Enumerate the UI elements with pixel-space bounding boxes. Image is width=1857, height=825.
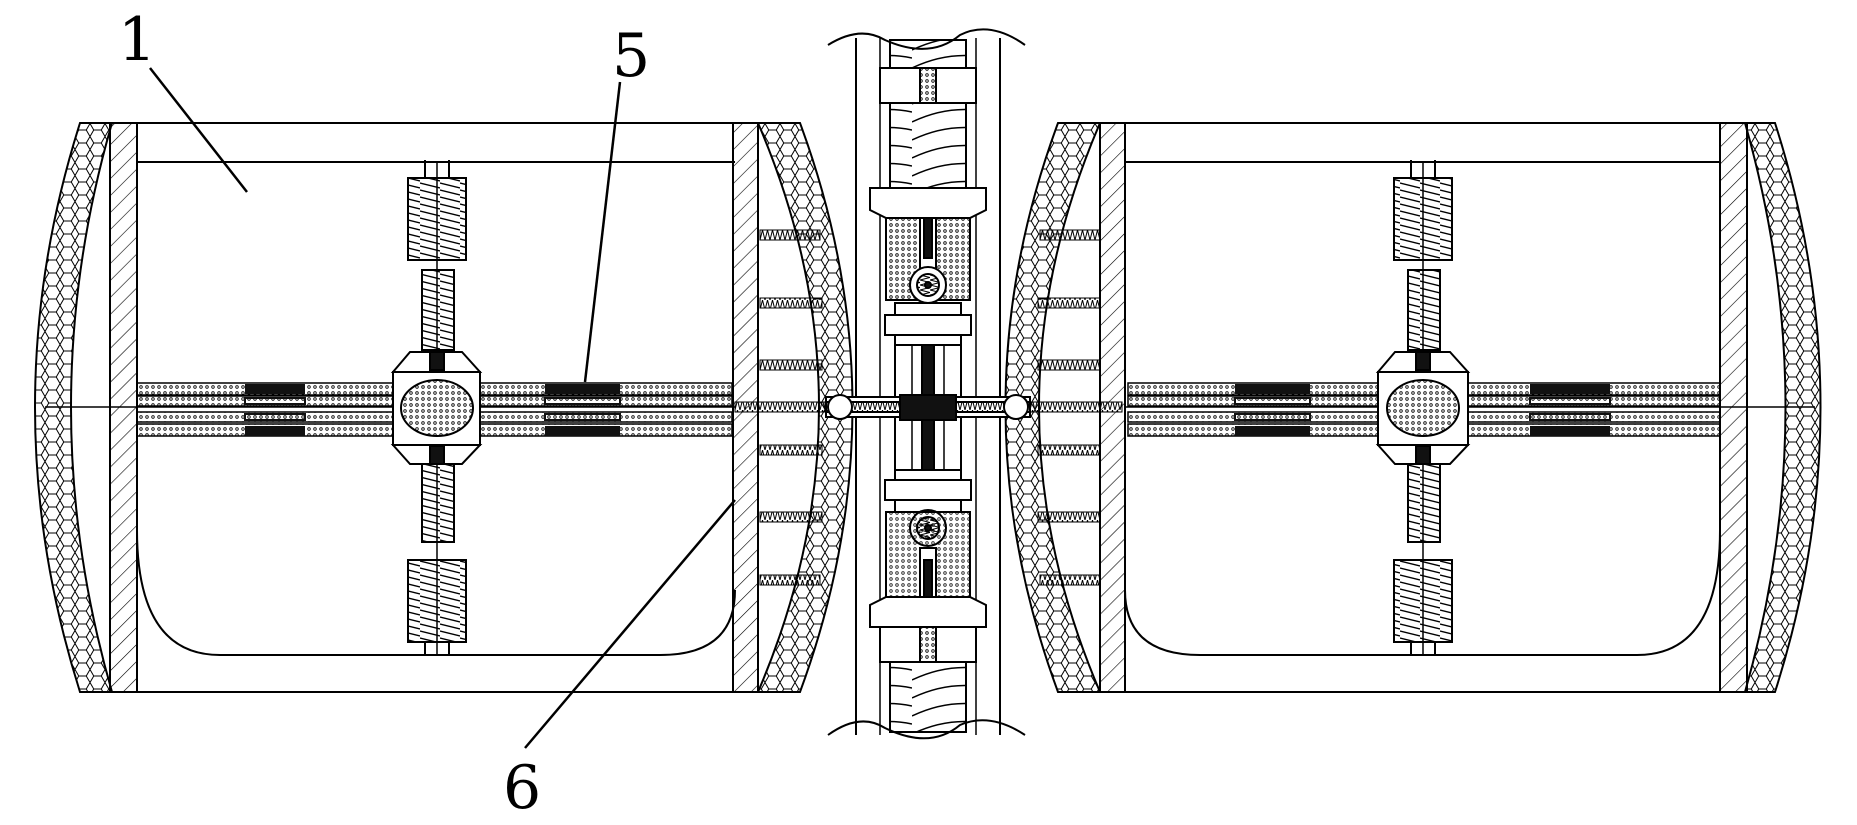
label-5: 5 <box>612 21 650 91</box>
left-inner-chamber <box>136 529 736 656</box>
right-chain-links <box>1234 384 1611 436</box>
label-6: 6 <box>503 753 541 823</box>
label-1: 1 <box>118 5 156 75</box>
right-inner-arc <box>1004 122 1102 693</box>
leader-line-1 <box>149 67 248 193</box>
right-outer-wall <box>1719 122 1748 693</box>
left-hub <box>390 351 483 465</box>
right-spring-column <box>1393 160 1453 655</box>
leader-lines <box>149 67 736 749</box>
right-hub <box>1375 351 1471 465</box>
left-chain-links <box>244 384 621 436</box>
left-housing <box>45 122 736 693</box>
left-outer-wall <box>109 122 138 693</box>
left-spring-column <box>407 160 467 655</box>
left-inner-arc <box>756 122 854 693</box>
leader-line-5 <box>583 81 622 383</box>
leader-line-6 <box>524 499 736 749</box>
central-shaft <box>825 28 1031 740</box>
left-small-springs <box>734 229 826 586</box>
